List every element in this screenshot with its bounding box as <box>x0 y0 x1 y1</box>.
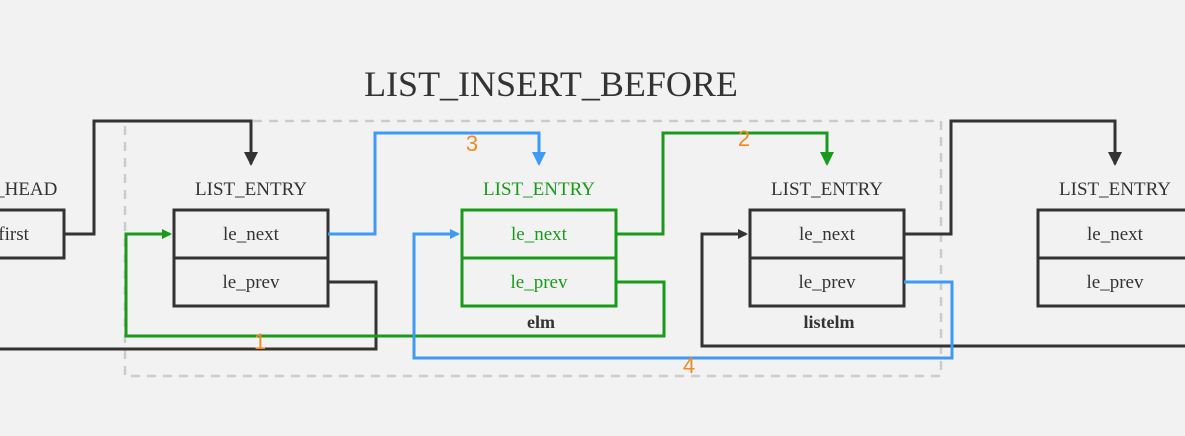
step-3-label: 3 <box>466 131 478 156</box>
list-entry-1: LIST_ENTRY le_next le_prev <box>172 179 330 308</box>
entry-1-next-field: le_next <box>223 224 280 245</box>
operation-boundary <box>123 119 943 378</box>
entry-elm-label: LIST_ENTRY <box>483 179 595 200</box>
entry-elm-next-field: le_next <box>511 224 568 245</box>
entry-4-next-field: le_next <box>1087 224 1144 245</box>
entry-1-label: LIST_ENTRY <box>195 179 307 200</box>
list-entry-listelm: LIST_ENTRY le_next le_prev listelm <box>748 179 906 332</box>
entry-elm-prev-field: le_prev <box>511 272 568 293</box>
entry-1-next-new-pointer <box>328 131 546 236</box>
listelm-next-pointer <box>904 119 1122 236</box>
list-head: LIST_HEAD lh_first <box>0 179 66 260</box>
entry-1-prev-pointer <box>0 280 378 351</box>
diagram-title: LIST_INSERT_BEFORE <box>364 64 738 104</box>
step-2-label: 2 <box>738 126 750 151</box>
step-4-label: 4 <box>683 353 695 378</box>
listelm-prev-new-pointer <box>412 229 954 360</box>
entry-listelm-next-field: le_next <box>799 224 856 245</box>
head-first-pointer <box>64 119 258 236</box>
entry-listelm-label: LIST_ENTRY <box>771 179 883 200</box>
entry-4-label: LIST_ENTRY <box>1059 179 1171 200</box>
list-entry-4: LIST_ENTRY le_next le_prev <box>1036 179 1185 308</box>
head-first-field: lh_first <box>0 224 30 245</box>
entry-1-prev-field: le_prev <box>223 272 280 293</box>
entry-listelm-prev-field: le_prev <box>799 272 856 293</box>
elm-prev-pointer <box>124 229 666 338</box>
entry-4-prev-pointer <box>700 229 1185 348</box>
head-label: LIST_HEAD <box>0 179 57 200</box>
entry-4-prev-box <box>1036 256 1185 308</box>
elm-next-pointer <box>616 131 834 236</box>
list-entry-elm: LIST_ENTRY le_next le_prev elm <box>460 179 618 332</box>
entry-elm-caption: elm <box>527 312 555 332</box>
entry-listelm-caption: listelm <box>804 312 855 332</box>
entry-4-prev-field: le_prev <box>1087 272 1144 293</box>
step-1-label: 1 <box>254 329 266 354</box>
